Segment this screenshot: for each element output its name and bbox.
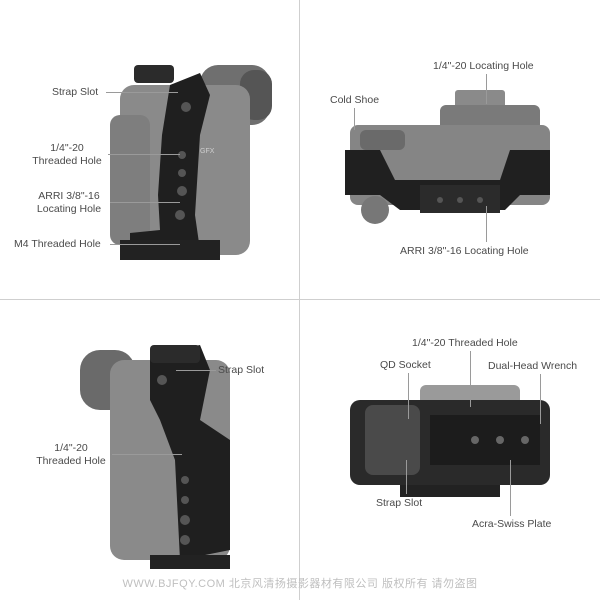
leader-m4-threaded-hole	[110, 244, 180, 245]
label-locating-hole: 1/4"-20 Locating Hole	[433, 60, 534, 72]
leader-cold-shoe	[354, 108, 355, 130]
label-threaded-hole: 1/4"-20 Threaded Hole	[32, 142, 102, 167]
brand-mark: GFX	[200, 148, 215, 155]
label-m4-threaded-hole: M4 Threaded Hole	[14, 238, 101, 250]
leader-threaded-hole	[108, 154, 180, 155]
label-cold-shoe: Cold Shoe	[330, 94, 380, 106]
leader-dual-head-wrench	[540, 374, 541, 424]
panel-bottom-view: 1/4"-20 Threaded Hole QD Socket Dual-Hea…	[300, 300, 599, 599]
leader-arri-locating-hole	[486, 206, 487, 242]
label-strap-slot: Strap Slot	[52, 86, 99, 98]
label-dual-head-wrench: Dual-Head Wrench	[488, 360, 578, 372]
horizontal-divider	[0, 299, 600, 300]
leader-strap-slot	[406, 460, 407, 494]
camera-cage-grip-illustration	[80, 345, 230, 569]
panel-top-view: 1/4"-20 Locating Hole Cold Shoe ARRI 3/8…	[300, 0, 599, 299]
leader-arri-locating-hole	[110, 202, 180, 203]
panel-side-view-cage: GFX Strap Slot 1/4"-20 Threaded Hole ARR…	[0, 0, 299, 299]
label-arri-locating-hole: ARRI 3/8"-16 Locating Hole	[36, 190, 102, 215]
label-qd-socket: QD Socket	[380, 359, 431, 371]
label-acra-swiss-plate: Acra-Swiss Plate	[472, 518, 552, 530]
camera-cage-side-illustration: GFX	[110, 65, 272, 260]
camera-cage-top-illustration	[345, 90, 550, 224]
camera-cage-bottom-illustration	[350, 385, 550, 497]
leader-qd-socket	[408, 373, 409, 419]
leader-locating-hole	[486, 74, 487, 104]
leader-threaded-hole	[470, 351, 471, 407]
panel-side-view-grip: Strap Slot 1/4"-20 Threaded Hole	[0, 300, 299, 599]
label-threaded-hole: 1/4"-20 Threaded Hole	[412, 337, 518, 349]
label-arri-locating-hole: ARRI 3/8"-16 Locating Hole	[400, 245, 529, 257]
leader-threaded-hole	[112, 454, 182, 455]
leader-strap-slot	[176, 370, 216, 371]
label-strap-slot: Strap Slot	[218, 364, 265, 376]
label-strap-slot: Strap Slot	[376, 497, 423, 509]
leader-acra-swiss-plate	[510, 460, 511, 516]
label-threaded-hole: 1/4"-20 Threaded Hole	[36, 442, 106, 467]
vertical-divider	[299, 0, 300, 600]
leader-strap-slot	[106, 92, 178, 93]
watermark-text: WWW.BJFQY.COM 北京风清扬摄影器材有限公司 版权所有 请勿盗图	[122, 578, 478, 590]
